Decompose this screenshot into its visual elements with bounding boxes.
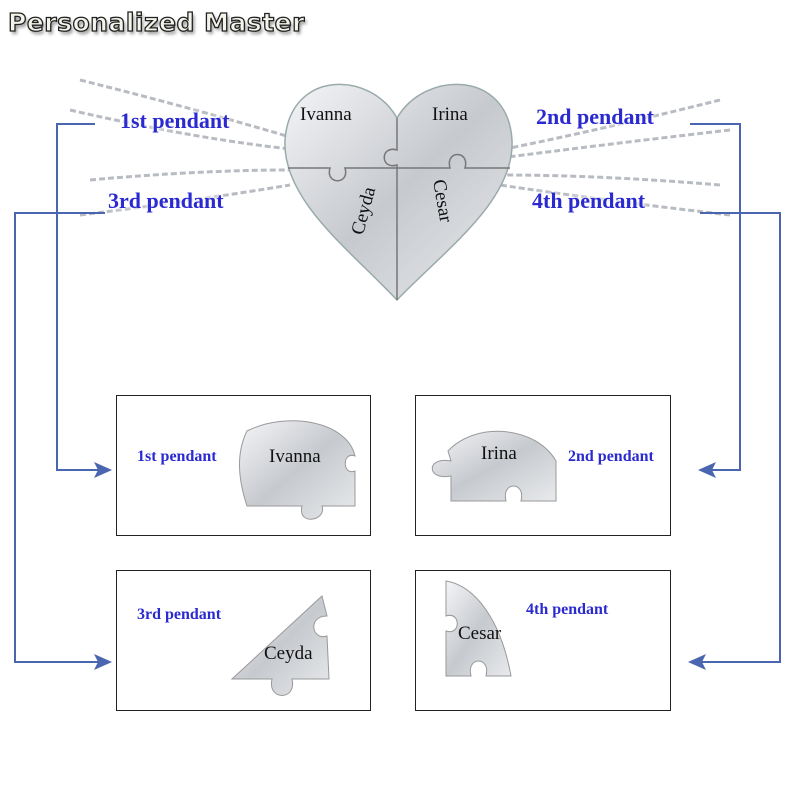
pendant-2-name: Irina [481, 443, 517, 464]
pendant-2-label: 2nd pendant [568, 448, 654, 465]
pendant-2-box: 2nd pendant Irina [415, 395, 671, 536]
pendant-4-name: Cesar [458, 623, 502, 644]
pendant-1-box: 1st pendant Ivanna [116, 395, 371, 536]
heart-name-2: Irina [432, 104, 468, 125]
arrowheads [94, 462, 716, 670]
pendant-3-name: Ceyda [264, 643, 313, 664]
pendant-4-box: 4th pendant Cesar [415, 570, 671, 711]
arrows [14, 123, 781, 663]
pendant-1-label: 1st pendant [137, 448, 217, 465]
label-4th-pendant: 4th pendant [532, 188, 646, 213]
pendant-1-name: Ivanna [269, 446, 321, 467]
puzzle-cuts [288, 118, 510, 300]
label-1st-pendant: 1st pendant [120, 108, 230, 133]
chains [69, 78, 731, 217]
brand-logo: Personalized Master [7, 7, 305, 37]
label-2nd-pendant: 2nd pendant [536, 104, 655, 129]
pendant-3-box: 3rd pendant Ceyda [116, 570, 371, 711]
heart-name-1: Ivanna [300, 104, 352, 125]
pendant-3-label: 3rd pendant [137, 606, 222, 623]
label-3rd-pendant: 3rd pendant [108, 188, 224, 213]
pendant-4-label: 4th pendant [526, 601, 609, 618]
